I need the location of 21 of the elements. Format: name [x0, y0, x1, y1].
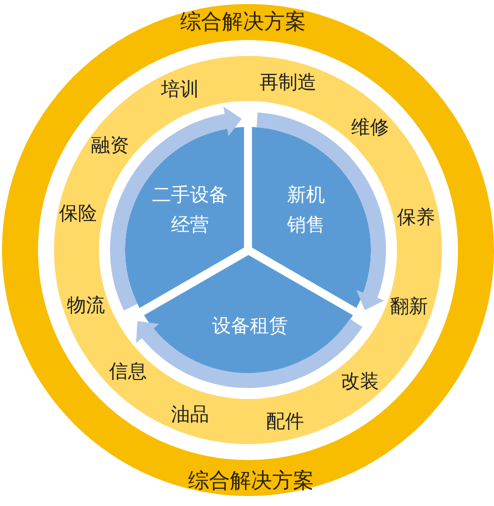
sector-label: 二手设备经营 — [151, 182, 229, 238]
ring-label: 改装 — [341, 372, 379, 392]
sector-label: 设备租赁 — [212, 314, 288, 339]
ring-title: 综合解决方案 — [188, 470, 314, 492]
ring-title: 综合解决方案 — [180, 12, 306, 32]
ring-label: 培训 — [161, 80, 199, 100]
ring-label: 翻新 — [390, 298, 428, 316]
ring-label: 配件 — [266, 412, 304, 432]
ring-label: 油品 — [171, 406, 209, 424]
ring-label: 融资 — [91, 136, 129, 156]
outer-ring — [2, 4, 494, 496]
ring-label: 物流 — [67, 296, 105, 316]
curved-arrow — [256, 112, 386, 310]
ring-label: 信息 — [109, 362, 147, 382]
ring-label: 保险 — [59, 204, 97, 224]
sector-label: 新机销售 — [286, 182, 326, 238]
curved-arrow — [136, 318, 362, 388]
ring-label: 再制造 — [260, 74, 316, 92]
curved-arrow — [110, 106, 242, 310]
ring-label: 维修 — [351, 118, 389, 138]
ring-label: 保养 — [397, 208, 435, 228]
